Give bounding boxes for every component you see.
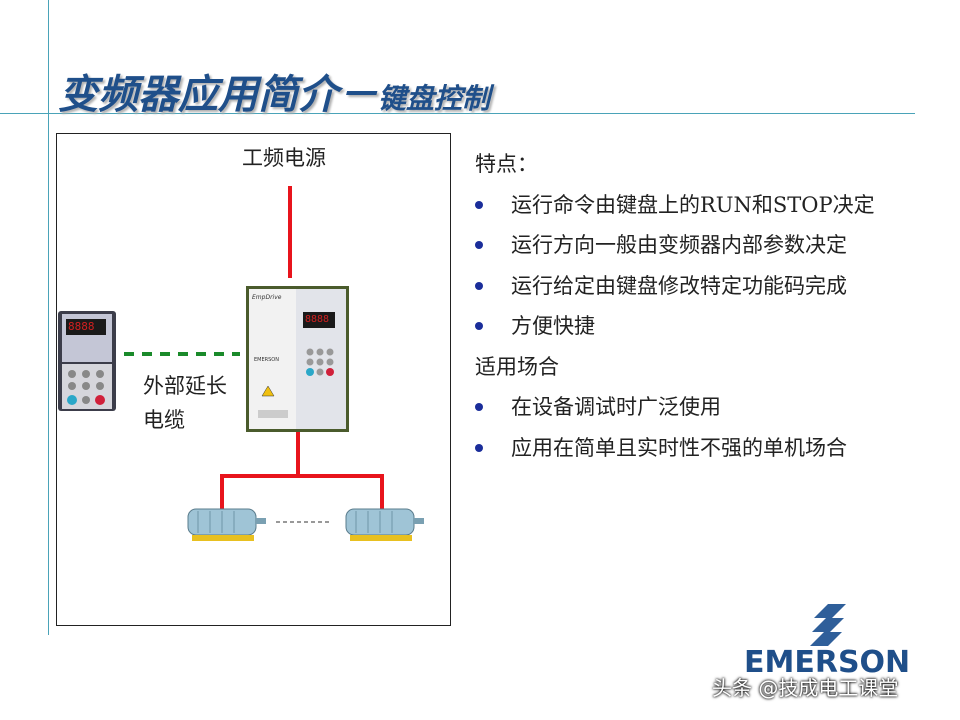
drive-maker-label: EMERSON [254, 357, 279, 363]
bullet-icon [475, 322, 483, 330]
bullet-icon [475, 443, 483, 452]
emerson-logo-mark [810, 604, 846, 646]
list-item: 运行方向一般由变频器内部参数决定 [475, 229, 945, 270]
features-heading: 特点： [475, 152, 538, 176]
power-source-label: 工频电源 [242, 146, 326, 170]
list-item: 在设备调试时广泛使用 [475, 391, 945, 432]
diagram-frame [56, 133, 451, 626]
bullet-icon [475, 403, 483, 411]
title-main: 变频器应用简介－ [58, 71, 378, 118]
feature-list: 特点： 运行命令由键盘上的RUN和STOP决定 运行方向一般由变频器内部参数决定… [475, 148, 945, 472]
drive-brand-label: EmpDrive [252, 294, 282, 301]
bullet-icon [475, 281, 483, 290]
list-item: 应用在简单且实时性不强的单机场合 [475, 432, 945, 473]
keypad-display: 8888 [68, 320, 95, 333]
vertical-rule [48, 0, 49, 635]
horizontal-rule [0, 113, 915, 114]
list-item: 运行给定由键盘修改特定功能码完成 [475, 270, 945, 311]
page-title: 变频器应用简介－键盘控制 [58, 62, 490, 120]
drive-display: 8888 [305, 314, 330, 325]
usage-heading: 适用场合 [475, 354, 559, 379]
emerson-logo: EMERSON [744, 645, 911, 680]
cable-label-line2: 电缆 [143, 408, 185, 432]
list-item: 运行命令由键盘上的RUN和STOP决定 [475, 189, 945, 230]
watermark: 头条 @技成电工课堂 [712, 676, 899, 700]
cable-label-line1: 外部延长 [143, 374, 227, 398]
bullet-icon [475, 241, 483, 249]
bullet-icon [475, 200, 483, 209]
list-item: 方便快捷 [475, 310, 945, 351]
title-sub: 键盘控制 [378, 82, 491, 115]
